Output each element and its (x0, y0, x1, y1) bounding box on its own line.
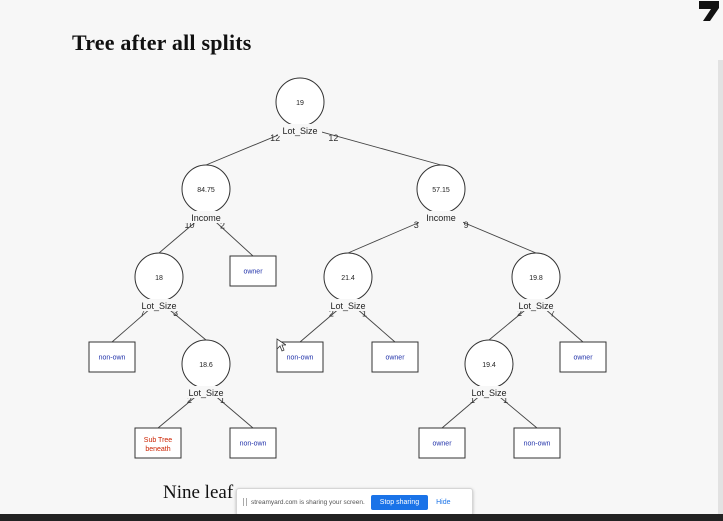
edge-count-label: 1 (220, 395, 225, 405)
leaf-class-label: non-own (240, 441, 267, 448)
leaf-node-box (276, 341, 324, 373)
taskbar-strip (0, 514, 723, 521)
split-variable-label: Lot_Size (471, 388, 506, 398)
leaf-node-box (134, 427, 182, 459)
screen-share-bar: streamyard.com is sharing your screen. S… (236, 488, 473, 516)
edge-count-label: 2 (220, 221, 225, 231)
slide-caption: Nine leaf (163, 482, 233, 504)
edge-count-label: 2 (187, 395, 192, 405)
split-label-backdrop (137, 299, 181, 311)
caption-text: Nine leaf (163, 482, 234, 503)
leaf-node-box (88, 341, 136, 373)
leaf-node-box (418, 427, 466, 459)
hide-button[interactable]: Hide (436, 498, 451, 506)
split-variable-label: Lot_Size (141, 301, 176, 311)
split-label-backdrop (326, 299, 370, 311)
slide-title: Tree after all splits (72, 30, 252, 55)
split-value-label: 19.8 (529, 275, 543, 282)
leaf-node-box (559, 341, 607, 373)
drag-handle-icon[interactable] (243, 498, 247, 506)
leaf-class-label: non-own (524, 441, 551, 448)
split-value-label: 21.4 (341, 275, 355, 282)
split-value-label: 18.6 (199, 362, 213, 369)
leaf-class-label: owner (243, 269, 263, 276)
leaf-class-label: owner (432, 441, 452, 448)
edge-count-label: 1 (470, 395, 475, 405)
mouse-cursor-icon (276, 338, 286, 352)
split-variable-label: Lot_Size (282, 126, 317, 136)
split-variable-label: Income (426, 213, 456, 223)
leaf-class-label: non-own (99, 355, 126, 362)
split-label-backdrop (467, 386, 511, 398)
split-variable-label: Income (191, 213, 221, 223)
split-label-backdrop (419, 211, 463, 223)
leaf-class-label: owner (385, 355, 405, 362)
split-variable-label: Lot_Size (188, 388, 223, 398)
edge-count-label: 7 (140, 308, 145, 318)
leaf-node-box (229, 427, 277, 459)
edge-count-label: 7 (550, 308, 555, 318)
edge-count-label: 2 (329, 308, 334, 318)
edge-count-label: 9 (464, 220, 469, 230)
leaf-class-label: owner (573, 355, 593, 362)
split-label-backdrop (184, 211, 228, 223)
leaf-class-label: non-own (287, 355, 314, 362)
split-value-label: 19.4 (482, 362, 496, 369)
edge-count-label: 1 (503, 395, 508, 405)
split-label-backdrop (278, 124, 322, 136)
split-variable-label: Lot_Size (330, 301, 365, 311)
leaf-node-box (229, 255, 277, 287)
corner-logo-icon (699, 1, 719, 21)
split-variable-label: Lot_Size (518, 301, 553, 311)
split-label-backdrop (184, 386, 228, 398)
edge-count-label: 1 (362, 308, 367, 318)
edge-count-label: 3 (173, 308, 178, 318)
split-value-label: 57.15 (432, 187, 450, 194)
edge-count-label: 12 (328, 133, 338, 143)
stop-sharing-button[interactable]: Stop sharing (370, 494, 429, 510)
leaf-node-box (513, 427, 561, 459)
split-value-label: 19 (296, 100, 304, 107)
leaf-node-box (371, 341, 419, 373)
edge-count-label: 2 (517, 308, 522, 318)
split-value-label: 84.75 (197, 187, 215, 194)
edge-count-label: 12 (270, 133, 280, 143)
edge-count-label: 3 (414, 220, 419, 230)
split-value-label: 18 (155, 275, 163, 282)
split-label-backdrop (514, 299, 558, 311)
tree-edge (299, 125, 442, 166)
edge-count-label: 10 (185, 220, 195, 230)
window-edge (718, 60, 723, 515)
share-message: streamyard.com is sharing your screen. (251, 498, 365, 506)
